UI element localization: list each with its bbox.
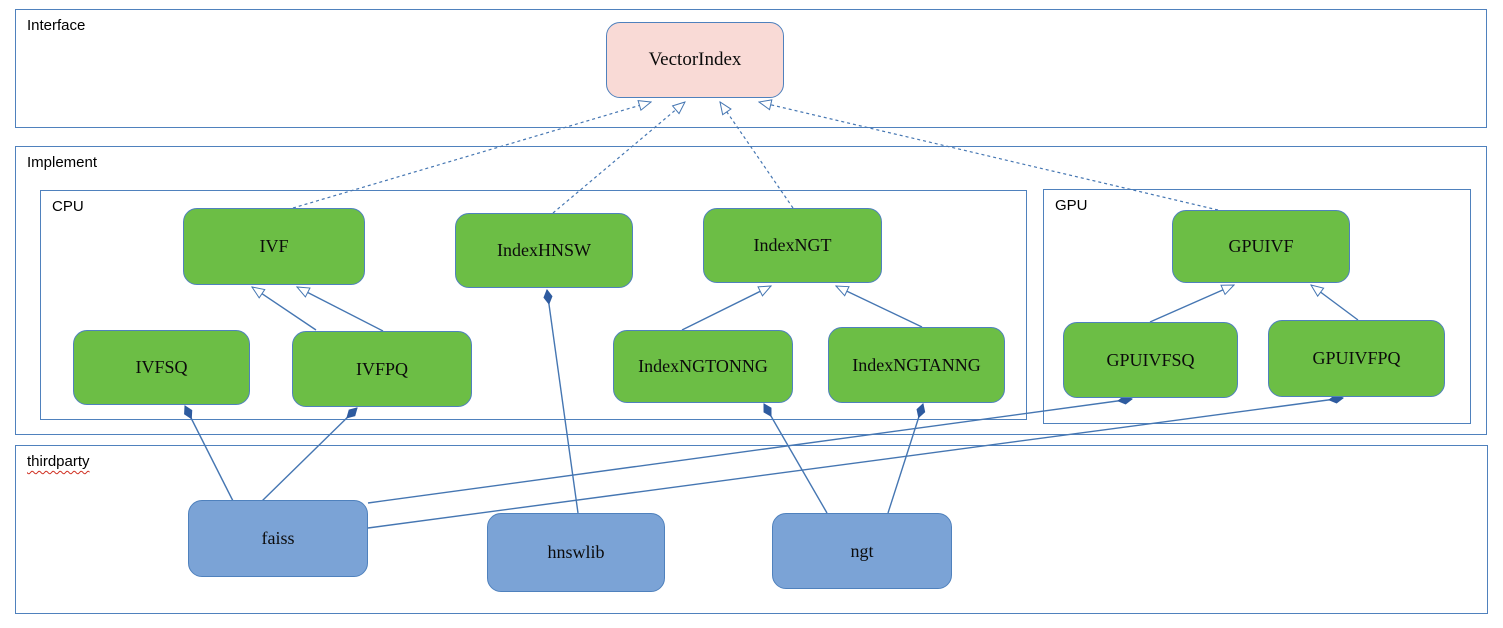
- node-ngt[interactable]: ngt: [772, 513, 952, 589]
- node-indexngtanng[interactable]: IndexNGTANNG: [828, 327, 1005, 403]
- node-vectorindex[interactable]: VectorIndex: [606, 22, 784, 98]
- node-faiss[interactable]: faiss: [188, 500, 368, 577]
- node-hnswlib[interactable]: hnswlib: [487, 513, 665, 592]
- group-thirdparty-label: thirdparty: [27, 453, 90, 470]
- node-ivfsq[interactable]: IVFSQ: [73, 330, 250, 405]
- node-indexngtonng[interactable]: IndexNGTONNG: [613, 330, 793, 403]
- group-interface-label: Interface: [27, 17, 86, 34]
- group-gpu-label: GPU: [1055, 197, 1088, 214]
- node-gpuivfsq[interactable]: GPUIVFSQ: [1063, 322, 1238, 398]
- node-indexngt[interactable]: IndexNGT: [703, 208, 882, 283]
- node-indexhnsw[interactable]: IndexHNSW: [455, 213, 633, 288]
- node-ivf[interactable]: IVF: [183, 208, 365, 285]
- group-cpu-label: CPU: [52, 198, 84, 215]
- node-gpuivf[interactable]: GPUIVF: [1172, 210, 1350, 283]
- node-ivfpq[interactable]: IVFPQ: [292, 331, 472, 407]
- node-gpuivfpq[interactable]: GPUIVFPQ: [1268, 320, 1445, 397]
- group-implement-label: Implement: [27, 154, 98, 171]
